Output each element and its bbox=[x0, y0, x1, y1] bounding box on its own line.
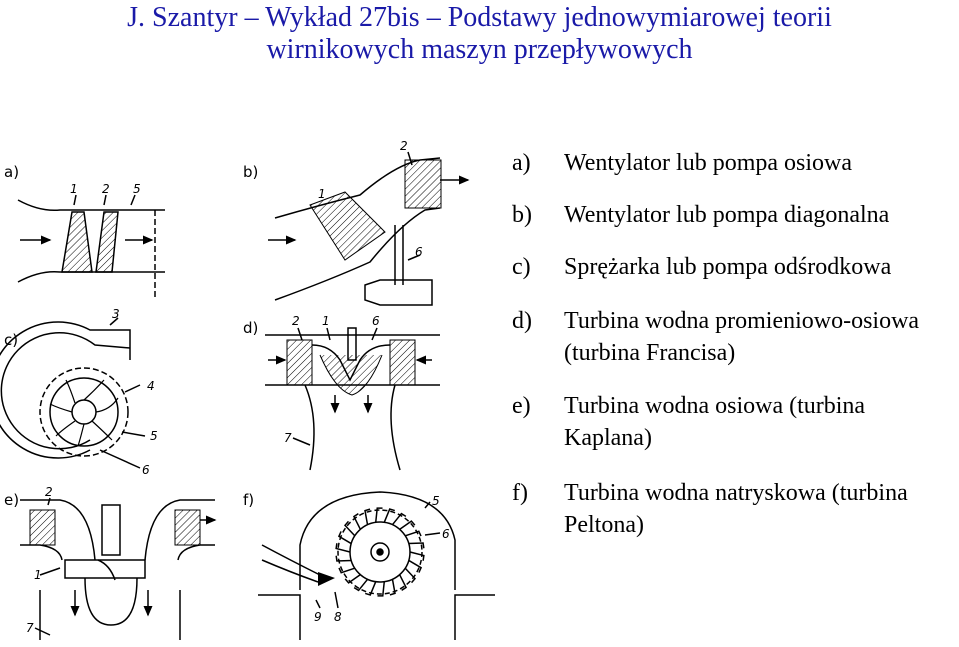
figure-e-kaplan-turbine: e) 2 1 7 bbox=[4, 485, 217, 640]
figure-c-part-6: 6 bbox=[142, 463, 150, 477]
figure-f-label: f) bbox=[243, 491, 254, 509]
figure-b-part-2: 2 bbox=[400, 139, 408, 153]
figure-b-part-6: 6 bbox=[415, 245, 423, 259]
list-item-label: e) bbox=[512, 393, 531, 419]
figure-b-part-1: 1 bbox=[318, 187, 326, 201]
figure-c-part-3: 3 bbox=[112, 307, 120, 321]
pelton-bucket bbox=[344, 574, 361, 584]
pelton-bucket bbox=[353, 578, 369, 592]
pelton-bucket bbox=[338, 567, 355, 574]
figure-d-part-6: 6 bbox=[372, 314, 380, 328]
figure-e-part-2: 2 bbox=[45, 485, 53, 499]
list-item-text: Turbina wodna natryskowa (turbina Pelton… bbox=[564, 480, 908, 538]
pelton-bucket bbox=[364, 508, 371, 525]
title-line-1: J. Szantyr – Wykład 27bis – Podstawy jed… bbox=[127, 2, 832, 33]
list-item-label: c) bbox=[512, 254, 531, 280]
pelton-bucket bbox=[389, 579, 396, 596]
pelton-bucket bbox=[405, 530, 422, 537]
figure-c-centrifugal-compressor: c) 3 4 5 6 bbox=[0, 307, 158, 477]
figure-f-part-6: 6 bbox=[442, 527, 450, 541]
figure-b-label: b) bbox=[243, 163, 258, 181]
figure-d-francis-turbine: d) 2 1 6 7 bbox=[243, 314, 440, 471]
pelton-bucket bbox=[374, 507, 383, 523]
figure-b-diagonal-fan: b) 1 2 6 bbox=[243, 139, 470, 306]
list-item-text: Turbina wodna promieniowo-osiowa (turbin… bbox=[564, 308, 920, 366]
pelton-bucket bbox=[399, 520, 416, 530]
title-line-2: wirnikowych maszyn przepływowych bbox=[266, 34, 693, 65]
list-item-label: d) bbox=[512, 308, 532, 334]
figure-c-part-5: 5 bbox=[150, 429, 158, 443]
figure-d-part-7: 7 bbox=[284, 431, 292, 445]
figure-a-part-2: 2 bbox=[102, 182, 110, 196]
slide-title: J. Szantyr – Wykład 27bis – Podstawy jed… bbox=[0, 2, 959, 66]
list-item-text: Sprężarka lub pompa odśrodkowa bbox=[564, 254, 892, 280]
turbomachine-diagrams: a) 1 2 5 b) bbox=[0, 139, 495, 640]
pelton-bucket bbox=[365, 581, 377, 596]
pelton-bucket bbox=[337, 531, 352, 545]
figure-f-part-9: 9 bbox=[314, 610, 322, 624]
figure-c-part-4: 4 bbox=[147, 379, 155, 393]
list-item-label: a) bbox=[512, 150, 531, 176]
figure-f-pelton-turbine: f) 5 6 9 8 bbox=[243, 491, 495, 640]
pelton-bucket bbox=[343, 520, 356, 537]
figure-e-part-1: 1 bbox=[34, 568, 42, 582]
list-item-text: Turbina wodna osiowa (turbina Kaplana) bbox=[564, 393, 866, 451]
figure-d-part-2: 2 bbox=[292, 314, 300, 328]
figure-f-part-5: 5 bbox=[432, 494, 440, 508]
list-item-label: b) bbox=[512, 202, 532, 228]
figure-e-label: e) bbox=[4, 491, 19, 509]
pelton-bucket bbox=[391, 512, 407, 526]
pelton-bucket bbox=[377, 581, 386, 597]
figure-d-part-1: 1 bbox=[322, 314, 330, 328]
list-item-label: f) bbox=[512, 480, 528, 506]
figure-f-part-8: 8 bbox=[334, 610, 342, 624]
figure-a-part-1: 1 bbox=[70, 182, 78, 196]
pelton-bucket bbox=[409, 551, 425, 561]
pelton-bucket bbox=[408, 542, 425, 549]
pelton-bucket bbox=[404, 567, 417, 584]
figure-e-part-7: 7 bbox=[26, 621, 34, 635]
figure-a-part-5: 5 bbox=[133, 182, 141, 196]
figure-a-axial-fan: a) 1 2 5 bbox=[4, 163, 165, 300]
pelton-bucket bbox=[352, 513, 362, 530]
pelton-bucket bbox=[335, 555, 352, 562]
pelton-bucket bbox=[335, 543, 351, 553]
list-item-text: Wentylator lub pompa diagonalna bbox=[564, 202, 890, 228]
figure-d-label: d) bbox=[243, 319, 258, 337]
pelton-bucket bbox=[398, 574, 408, 591]
pelton-bucket bbox=[408, 559, 423, 573]
figure-a-label: a) bbox=[4, 163, 19, 181]
list-item-text: Wentylator lub pompa osiowa bbox=[564, 150, 853, 176]
pelton-bucket bbox=[383, 508, 395, 523]
